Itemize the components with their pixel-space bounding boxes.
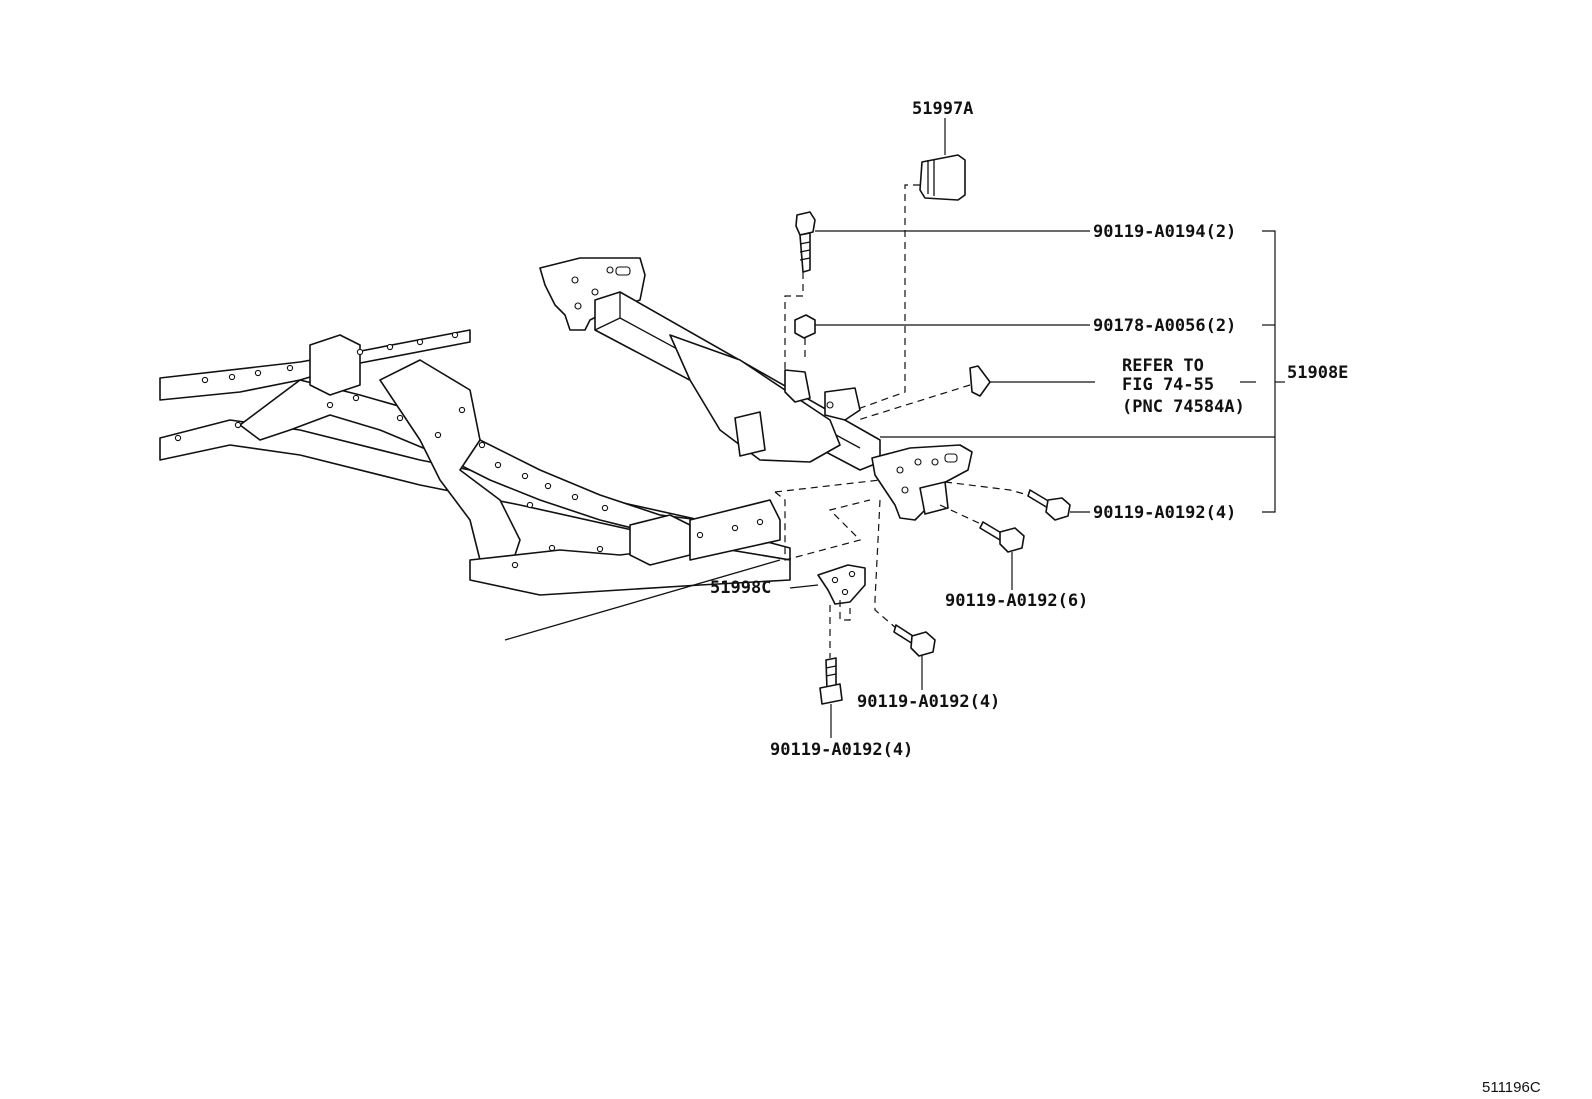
- label-51908e: 51908E: [1287, 363, 1348, 383]
- nut-90178-a0056: [794, 314, 816, 339]
- label-refer-to: REFER TO: [1122, 356, 1204, 376]
- label-90119-a0192-six: 90119-A0192(6): [945, 591, 1088, 611]
- part-labels: 51997A 90119-A0194(2) 90178-A0056(2) REF…: [710, 99, 1541, 1096]
- crossmember-assembly: [539, 257, 973, 521]
- assembly-dashed-lines: [774, 184, 1029, 658]
- label-90119-a0192-mid: 90119-A0192(4): [857, 692, 1000, 712]
- bolt-90119-a0192-six: [979, 521, 1025, 553]
- bolt-90119-a0192-mid: [893, 624, 936, 657]
- label-90178-a0056: 90178-A0056(2): [1093, 316, 1236, 336]
- bolt-90119-a0194: [795, 211, 816, 273]
- leader-lines: [789, 118, 1285, 738]
- figure-number: 511196C: [1482, 1079, 1541, 1096]
- label-90119-a0194: 90119-A0194(2): [1093, 222, 1236, 242]
- reference-clip: [969, 365, 991, 397]
- frame-bolt-holes: [174, 331, 764, 569]
- label-90119-a0192-right: 90119-A0192(4): [1093, 503, 1236, 523]
- label-51997a: 51997A: [912, 99, 973, 119]
- bolt-90119-a0192-bottom: [819, 657, 843, 705]
- bracket-51998c: [817, 564, 866, 605]
- label-90119-a0192-bottom: 90119-A0192(4): [770, 740, 913, 760]
- bolt-90119-a0192-right: [1027, 489, 1071, 521]
- label-51998c: 51998C: [710, 578, 771, 598]
- label-pnc-reference: (PNC 74584A): [1122, 397, 1245, 417]
- vehicle-frame: [159, 329, 791, 641]
- label-fig-reference: FIG 74-55: [1122, 375, 1214, 395]
- pad-51997a: [919, 154, 966, 201]
